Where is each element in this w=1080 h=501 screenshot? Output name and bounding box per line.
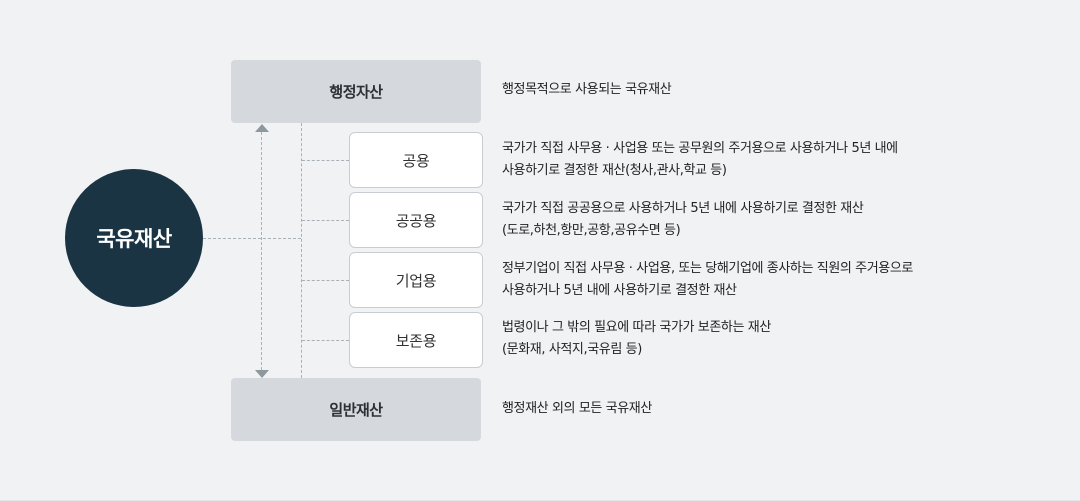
category-general: 일반재산 xyxy=(231,378,481,441)
subcategory-label: 기업용 xyxy=(395,271,437,290)
category-general-description: 행정재산 외의 모든 국유재산 xyxy=(502,401,652,416)
subcategory-label: 공용 xyxy=(402,151,430,170)
connector-sub-4 xyxy=(302,340,349,341)
subcategory-preservation: 보존용 xyxy=(349,312,483,368)
subcategory-public-purpose: 공공용 xyxy=(349,192,483,248)
subcategory-public-use: 공용 xyxy=(349,132,483,188)
category-administrative-description: 행정목적으로 사용되는 국유재산 xyxy=(502,82,672,97)
subcategory-public-use-description: 국가가 직접 사무용 · 사업용 또는 공무원의 주거용으로 사용하거나 5년 … xyxy=(502,138,898,182)
category-general-label: 일반재산 xyxy=(329,401,383,419)
subcategory-enterprise-use: 기업용 xyxy=(349,252,483,308)
description-line: 정부기업이 직접 사무용 · 사업용, 또는 당해기업에 종사하는 직원의 주거… xyxy=(502,261,913,276)
description-line: 사용하기로 결정한 재산(청사,관사,학교 등) xyxy=(502,163,727,178)
subcategory-enterprise-use-description: 정부기업이 직접 사무용 · 사업용, 또는 당해기업에 종사하는 직원의 주거… xyxy=(502,258,913,302)
description-line: (도로,하천,항만,공항,공유수면 등) xyxy=(502,223,681,238)
arrow-up-icon xyxy=(255,124,269,132)
arrow-down-icon xyxy=(255,370,269,378)
subcategory-preservation-description: 법령이나 그 밖의 필요에 따라 국가가 보존하는 재산 (문화재, 사적지,국… xyxy=(502,317,771,361)
connector-sub-1 xyxy=(302,160,349,161)
connector-conversion xyxy=(261,132,262,370)
subcategory-public-purpose-description: 국가가 직접 공공용으로 사용하거나 5년 내에 사용하기로 결정한 재산 (도… xyxy=(502,198,864,242)
description-line: 국가가 직접 사무용 · 사업용 또는 공무원의 주거용으로 사용하거나 5년 … xyxy=(502,141,898,156)
subcategory-label: 보존용 xyxy=(395,331,437,350)
root-node-label: 국유재산 xyxy=(96,227,172,251)
category-administrative: 행정자산 xyxy=(231,60,481,123)
connector-sub-3 xyxy=(302,280,349,281)
connector-sub-2 xyxy=(302,220,349,221)
description-line: (문화재, 사적지,국유림 등) xyxy=(502,342,642,357)
root-node-national-property: 국유재산 xyxy=(65,169,203,307)
category-administrative-label: 행정자산 xyxy=(329,83,383,101)
description-line: 법령이나 그 밖의 필요에 따라 국가가 보존하는 재산 xyxy=(502,320,771,335)
description-line: 사용하거나 5년 내에 사용하기로 결정한 재산 xyxy=(502,283,737,298)
subcategory-label: 공공용 xyxy=(395,211,437,230)
connector-root xyxy=(203,238,301,239)
connector-trunk xyxy=(301,123,302,378)
description-line: 국가가 직접 공공용으로 사용하거나 5년 내에 사용하기로 결정한 재산 xyxy=(502,201,864,216)
